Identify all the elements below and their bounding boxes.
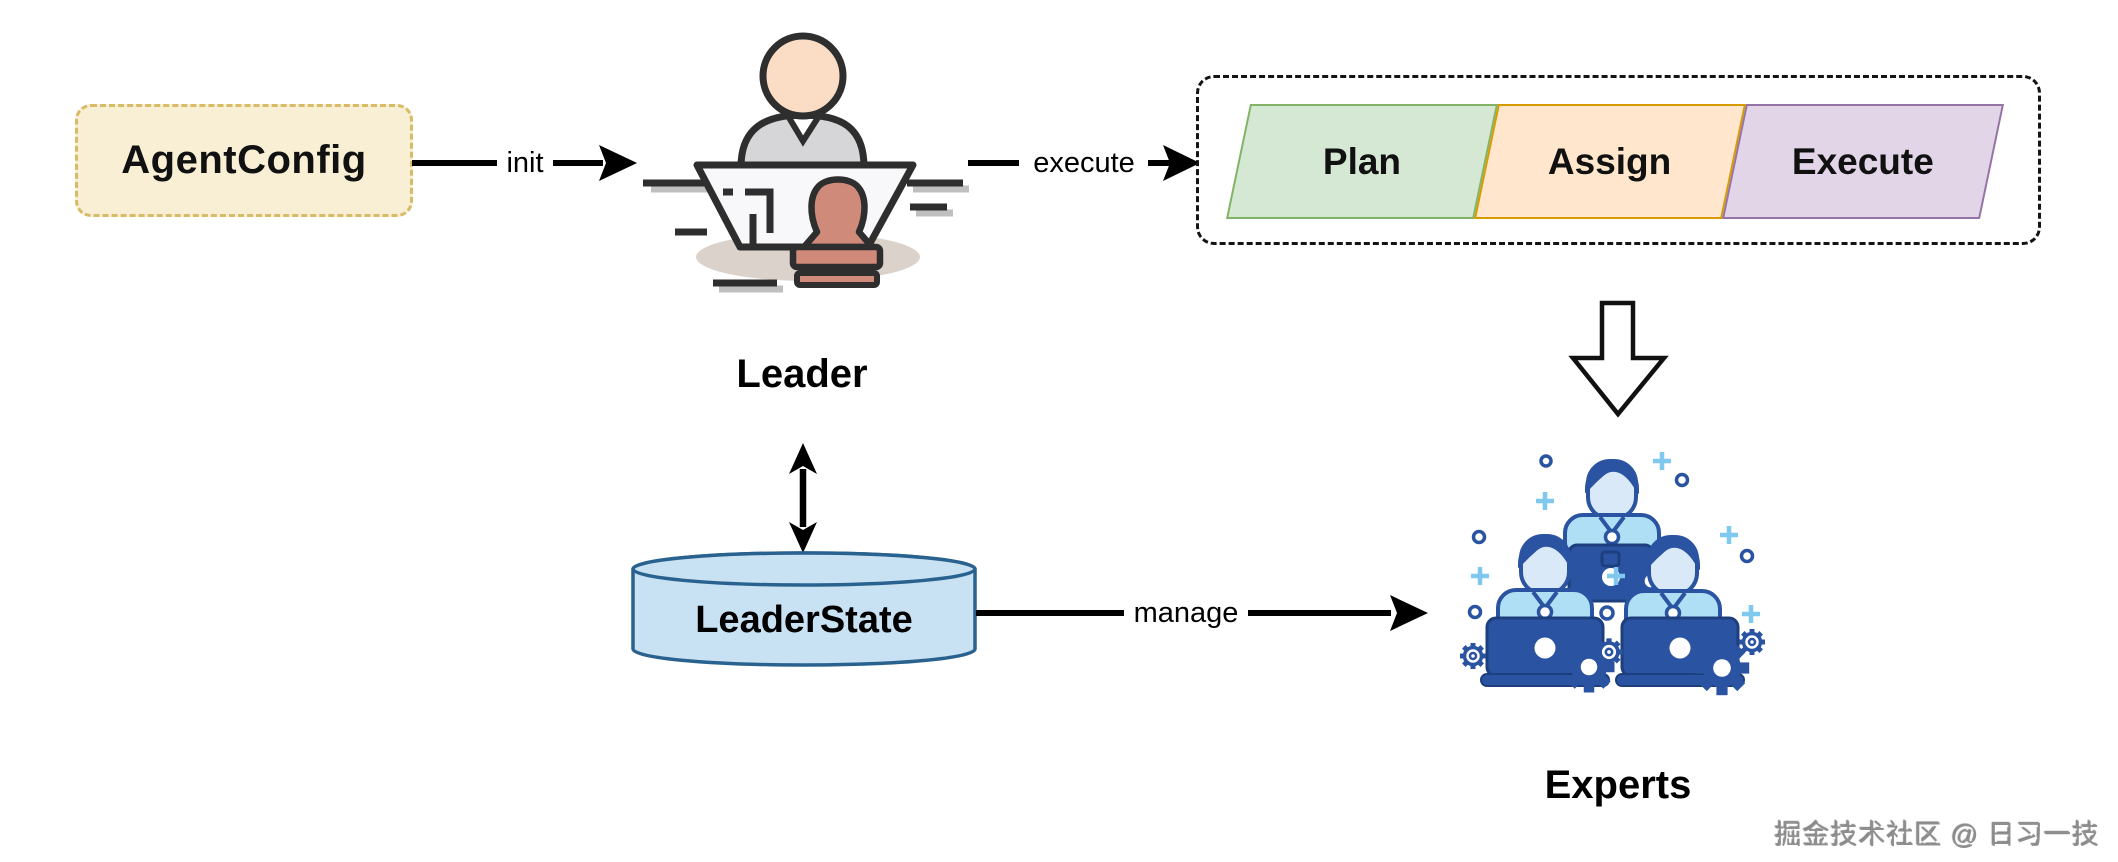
pipeline-step-assign: Assign bbox=[1473, 104, 1747, 219]
gear-icon bbox=[1460, 643, 1486, 669]
execute-step-label: Execute bbox=[1792, 140, 1934, 182]
arrowhead-right-icon bbox=[1390, 595, 1428, 631]
init-edge-label: init bbox=[497, 147, 553, 179]
desk-marks bbox=[723, 188, 774, 247]
execute-arrow bbox=[968, 145, 1200, 181]
experts-icon bbox=[1445, 438, 1790, 708]
gear-icon bbox=[1739, 629, 1765, 655]
leader-state-label: LeaderState bbox=[695, 599, 913, 641]
pipeline-step-plan: Plan bbox=[1225, 104, 1499, 219]
leader-state-node bbox=[631, 551, 977, 667]
gear-icon bbox=[1695, 641, 1749, 695]
init-arrow bbox=[412, 145, 637, 181]
stamp-icon bbox=[789, 176, 884, 288]
agent-config-label: AgentConfig bbox=[121, 138, 367, 182]
double-headed-arrow-icon bbox=[789, 443, 817, 553]
manage-arrow bbox=[976, 595, 1428, 631]
assign-label: Assign bbox=[1548, 140, 1672, 182]
pipeline-step-execute: Execute bbox=[1721, 104, 2005, 219]
leader-desk bbox=[693, 161, 917, 251]
leader-head bbox=[759, 32, 847, 120]
manage-edge-label: manage bbox=[1124, 597, 1248, 629]
leader-label: Leader bbox=[736, 352, 868, 396]
experts-label: Experts bbox=[1544, 763, 1692, 807]
agent-config-node: AgentConfig bbox=[75, 104, 413, 217]
watermark-text: 掘金技术社区 @ 日习一技 bbox=[1774, 820, 2100, 850]
execute-edge-label: execute bbox=[1020, 147, 1148, 179]
arrowhead-right-icon bbox=[1163, 145, 1200, 181]
gear-icon bbox=[1595, 638, 1622, 665]
arrowhead-right-icon bbox=[599, 145, 637, 181]
down-block-arrow-icon bbox=[1568, 300, 1669, 418]
leader-icon bbox=[643, 32, 969, 293]
speed-dashes bbox=[643, 179, 963, 287]
experts-decor-dots bbox=[1467, 452, 1755, 620]
plan-label: Plan bbox=[1322, 140, 1402, 182]
